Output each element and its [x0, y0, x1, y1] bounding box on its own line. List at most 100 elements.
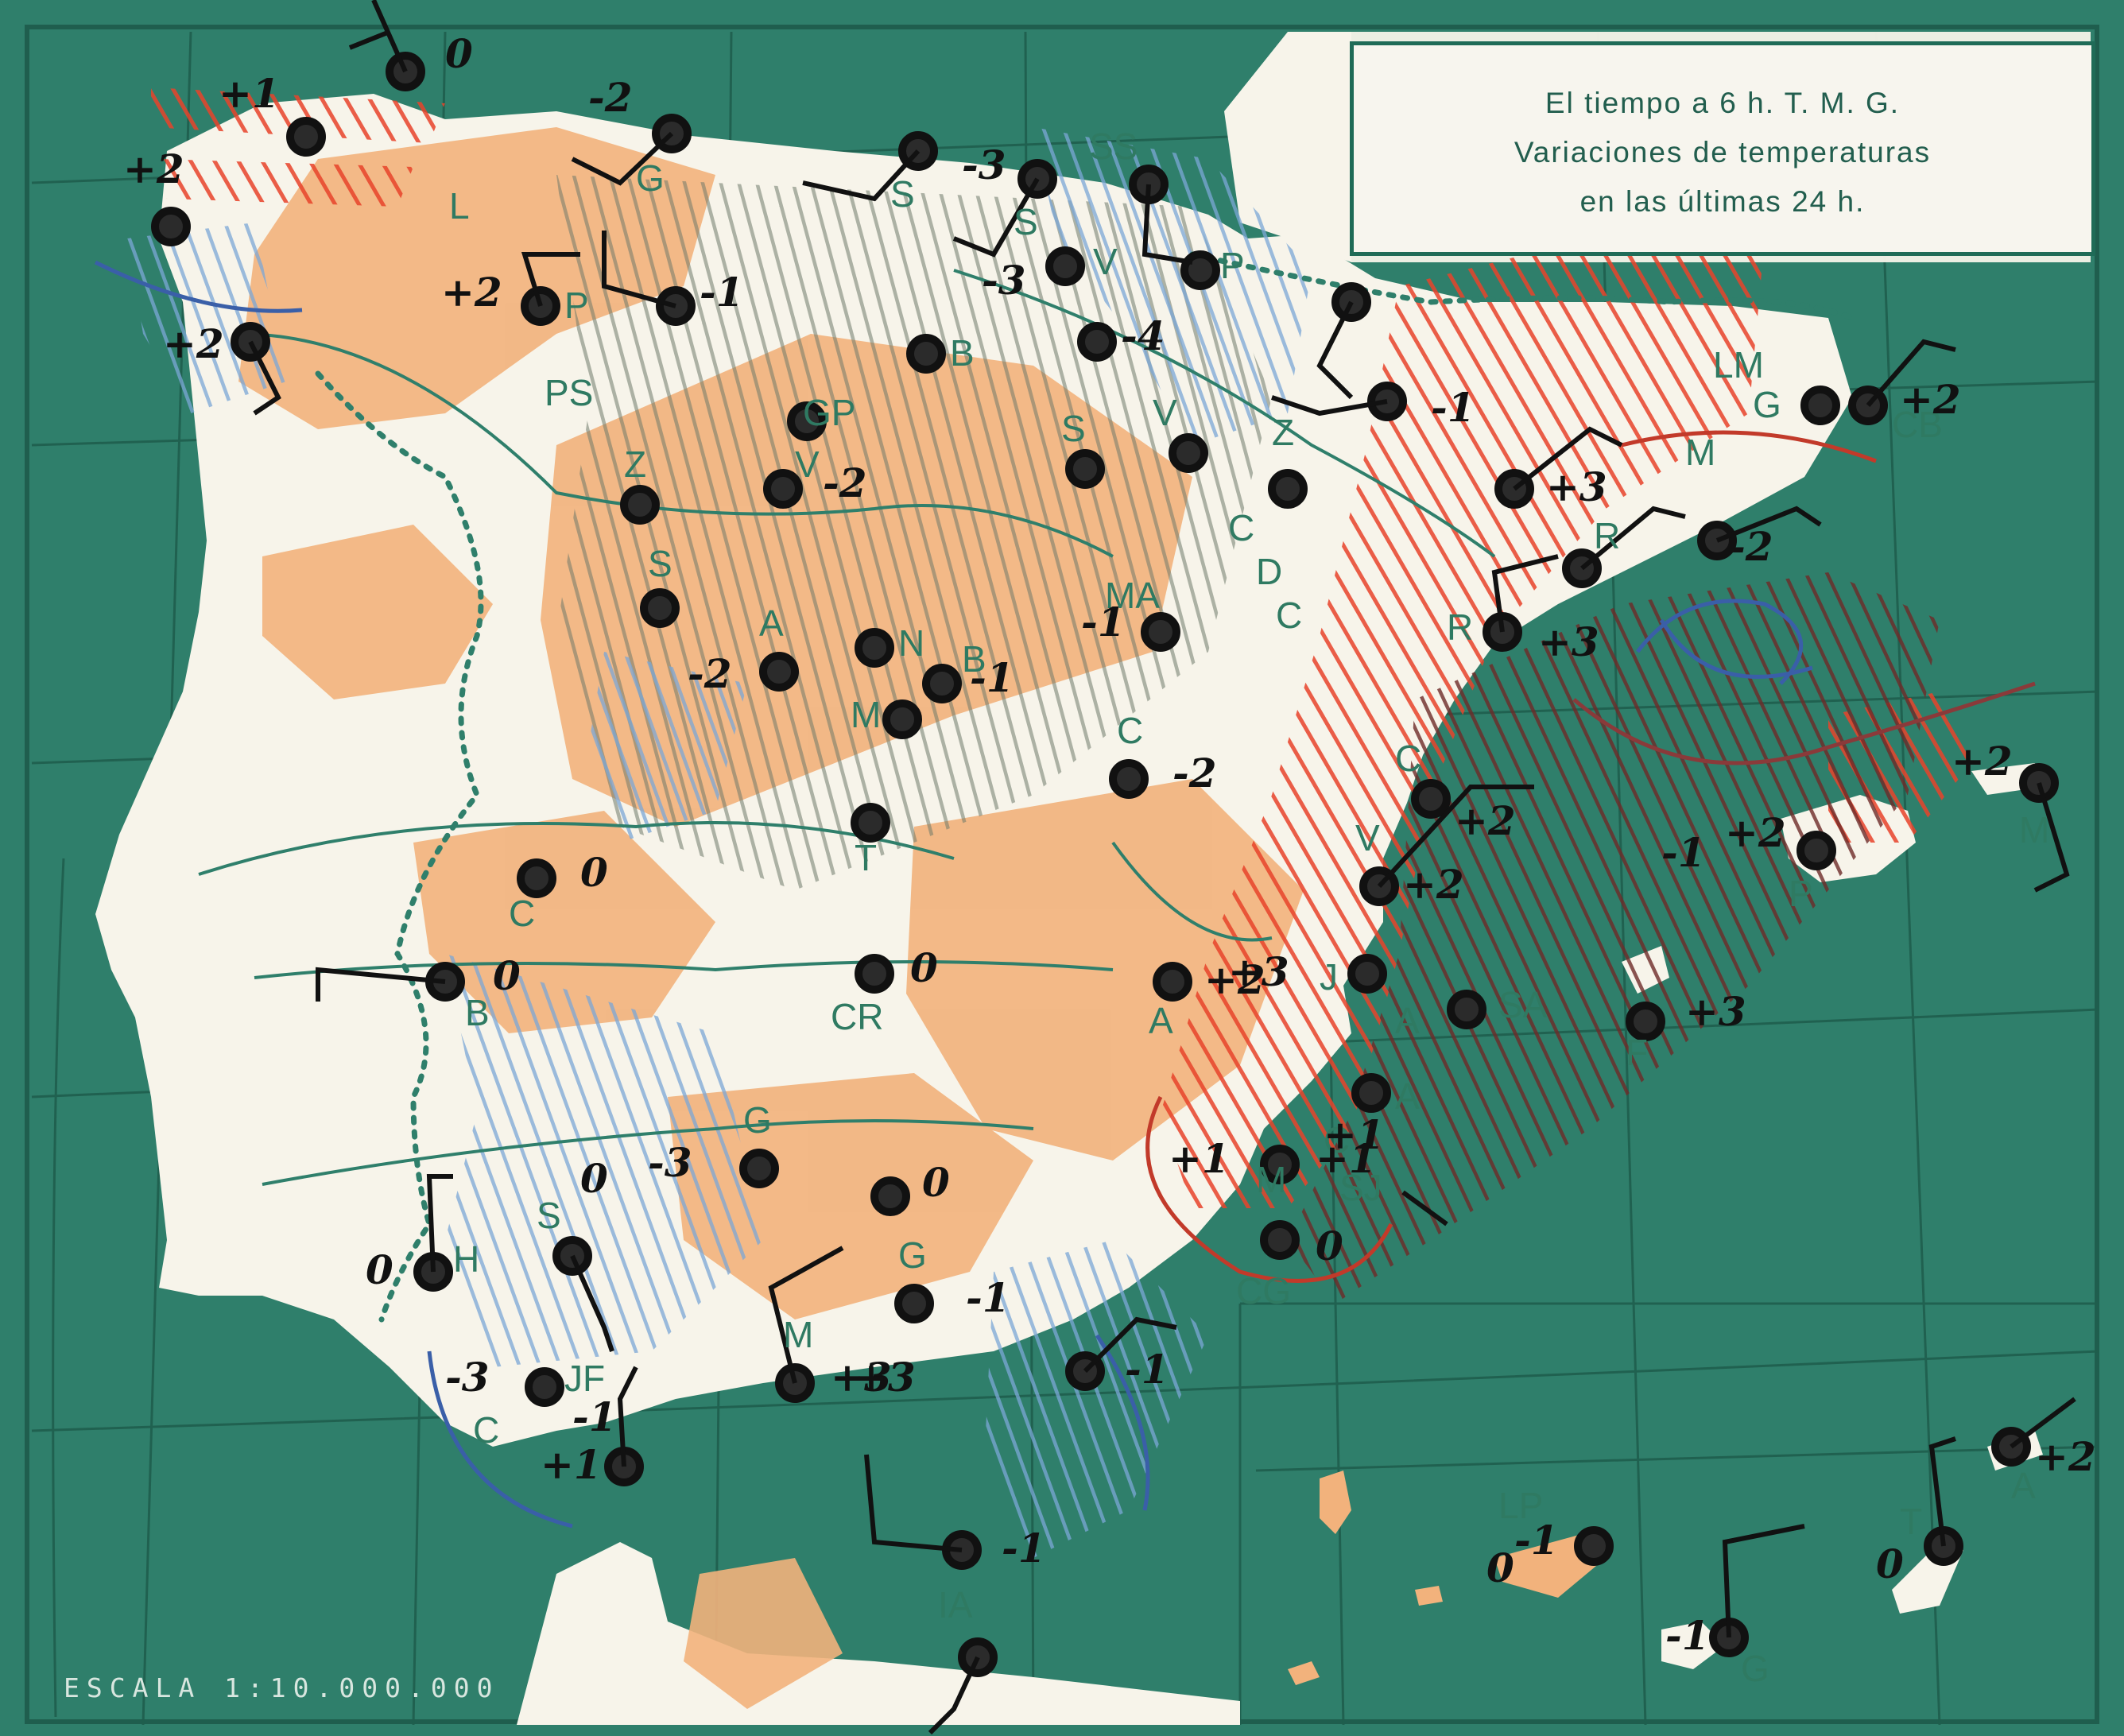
temp-change: +2 [2035, 1433, 2096, 1480]
temp-change: +3 [1538, 618, 1599, 665]
station-label-SS: SS [1089, 126, 1138, 167]
temp-change: +2 [1952, 738, 2013, 785]
canary-gomera [1288, 1661, 1320, 1685]
station-label-S: S [1061, 408, 1086, 449]
map-subtitle: Variaciones de temperaturas [1514, 136, 1932, 169]
station-label-N: N [898, 622, 924, 664]
station-label-S: S [890, 173, 915, 215]
canary-hierro [1415, 1586, 1443, 1606]
station-label-GP: GP [803, 392, 855, 433]
temp-change: 0 [922, 1159, 950, 1206]
temp-change: -1 [1125, 1346, 1169, 1393]
station-label-SA: SA [1498, 984, 1548, 1025]
temp-change: +3 [855, 1354, 916, 1401]
station-label-G: G [743, 1099, 772, 1141]
temp-change: -1 [1665, 1612, 1710, 1659]
temp-change: -2 [1172, 750, 1217, 796]
station-label-V: V [1153, 392, 1177, 433]
station-label-CB: CB [1892, 404, 1943, 445]
map-title-box: El tiempo a 6 h. T. M. G. Variaciones de… [1350, 41, 2095, 256]
france-land [1224, 32, 1351, 262]
station-label-SJ: SJ [1339, 1167, 1382, 1208]
station-label-B: B [950, 332, 975, 374]
station-label-G: G [1741, 1648, 1769, 1689]
temp-change: 0 [1316, 1223, 1343, 1269]
temp-change: -3 [648, 1139, 692, 1186]
station-label-D: D [1256, 551, 1282, 592]
station-label-B: B [465, 992, 490, 1033]
temp-change: 0 [910, 944, 938, 991]
temp-change: +1 [1316, 1135, 1377, 1182]
station-label-CG: CG [1236, 1270, 1291, 1312]
station-label-IA: IA [938, 1584, 973, 1626]
map-subtitle-period: en las últimas 24 h. [1579, 185, 1866, 218]
station-label-M: M [851, 694, 881, 735]
station-label-M: M [2019, 809, 2049, 851]
station-label-P: P [1789, 873, 1813, 914]
station-label-P: P [564, 285, 589, 326]
temp-change: +1 [541, 1441, 602, 1488]
temp-change: +2 [1900, 376, 1961, 423]
canary-la-palma [1320, 1471, 1351, 1534]
temp-change: +2 [441, 269, 502, 316]
station-label-G: G [1753, 384, 1781, 425]
temp-change: +2 [1725, 809, 1786, 856]
station-label-LP: LP [1498, 1485, 1543, 1526]
station-label-P: P [1220, 245, 1245, 286]
temp-change: +2 [1455, 797, 1516, 844]
station-label-F: F [1626, 1032, 1648, 1073]
scale-label: ESCALA 1:10.000.000 [64, 1672, 500, 1703]
temp-change: 0 [366, 1246, 393, 1293]
station-label-PS: PS [545, 372, 593, 413]
temp-change: 0 [580, 1155, 608, 1202]
station-label-V: V [1093, 241, 1118, 282]
station-label-R: R [1447, 606, 1473, 648]
temperature-changes: +1 +2 +2 -2 +2 -1 -3 -3 -4 -2 0 -1 +3 +2… [123, 30, 2096, 1659]
station-label-G: G [636, 157, 665, 199]
temp-change: -3 [962, 141, 1006, 188]
temp-change: +2 [1403, 861, 1464, 908]
temp-change: +3 [1685, 988, 1746, 1035]
temp-change: -3 [445, 1354, 490, 1401]
station-label-R: R [1594, 515, 1620, 556]
station-label-T: T [855, 837, 877, 878]
station-label-C: C [1395, 738, 1421, 779]
station-label-C: C [509, 893, 535, 934]
temp-change: -3 [982, 257, 1026, 304]
temp-change: -1 [1002, 1525, 1046, 1571]
station-label-M: M [783, 1314, 813, 1355]
station-label-M: M [1685, 432, 1715, 473]
temp-change: +1 [1324, 1111, 1385, 1158]
borders [315, 251, 1855, 1323]
station-label-M: M [1256, 1159, 1286, 1200]
station-label-S: S [537, 1195, 561, 1236]
station-label-Z: Z [624, 444, 646, 485]
rivers [198, 269, 1496, 1186]
temp-change: -2 [823, 459, 867, 506]
cooling-hatch [127, 127, 1312, 1558]
temp-change: -1 [572, 1393, 617, 1440]
temp-change: +2 [123, 145, 184, 192]
station-label-A: A [1395, 1000, 1420, 1041]
temp-change: 0 [1486, 1544, 1514, 1591]
station-label-V: V [795, 444, 820, 485]
station-label-C: C [1276, 595, 1302, 636]
station-label-G: G [898, 1234, 927, 1276]
temp-change: -2 [1729, 523, 1773, 570]
temp-change: -1 [1514, 1517, 1559, 1564]
canary-gran-canaria [1661, 1622, 1725, 1669]
station-label-A: A [1149, 1000, 1173, 1041]
station-label-S: S [1014, 201, 1038, 242]
temp-change: 0 [580, 849, 608, 896]
temp-change: +3 [1228, 948, 1289, 995]
station-label-C: C [1117, 710, 1143, 751]
temp-change: -2 [588, 74, 633, 121]
north-africa [517, 1542, 1240, 1725]
temp-change: -1 [966, 1274, 1010, 1321]
station-label-V: V [1355, 817, 1380, 858]
warming-hatch-sea [1288, 572, 1940, 1304]
station-label-C: C [1324, 1119, 1350, 1161]
station-label-J: J [1320, 956, 1338, 998]
station-label-T: T [1900, 1501, 1922, 1542]
